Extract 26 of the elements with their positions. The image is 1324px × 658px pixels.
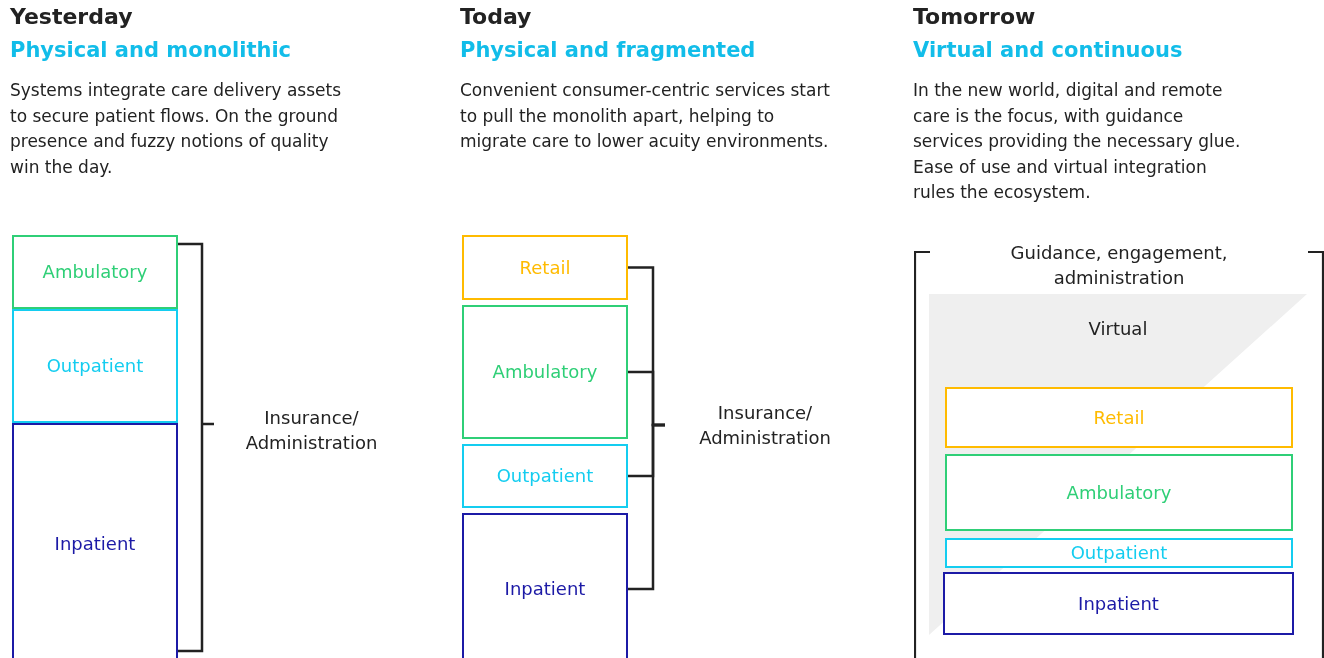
column-subheading: Physical and monolithic <box>10 38 293 62</box>
bracket-label: Insurance/ Administration <box>244 406 379 455</box>
category-box: Outpatient <box>945 538 1293 568</box>
description-text: Convenient consumer-centric services start to pull the monolith apart, helping to migrate care to lower acuity environments. <box>460 79 832 153</box>
category-box: Inpatient <box>462 513 628 658</box>
zone-label: Virtual <box>1087 318 1149 339</box>
connector-line <box>628 423 665 591</box>
category-box: Retail <box>462 235 628 300</box>
category-box: Retail <box>945 387 1293 448</box>
triangle-shape <box>929 294 1307 635</box>
description-text: Systems integrate care delivery assets to secure patient flows. On the ground presence and fuzzy notions of quality win the day. <box>10 79 343 179</box>
column-heading: Tomorrow <box>913 4 1037 29</box>
column-heading: Yesterday <box>10 4 134 29</box>
column-subheading: Physical and fragmented <box>460 38 757 62</box>
category-box: Inpatient <box>12 423 178 658</box>
category-box: Ambulatory <box>462 305 628 439</box>
column-heading: Today <box>460 4 533 29</box>
category-box: Outpatient <box>12 309 178 423</box>
category-box: Ambulatory <box>945 454 1293 531</box>
category-box: Inpatient <box>943 572 1294 635</box>
category-box: Ambulatory <box>12 235 178 309</box>
column-subheading: Virtual and continuous <box>913 38 1184 62</box>
category-box: Outpatient <box>462 444 628 508</box>
connector-label: Insurance/ Administration <box>698 401 832 450</box>
frame-heading: Guidance, engagement, administration <box>1009 241 1229 290</box>
description-text: In the new world, digital and remote care is the focus, with guidance services providing the necessary glue. Ease of use and virtual integration rules the ecosystem. <box>913 79 1242 204</box>
